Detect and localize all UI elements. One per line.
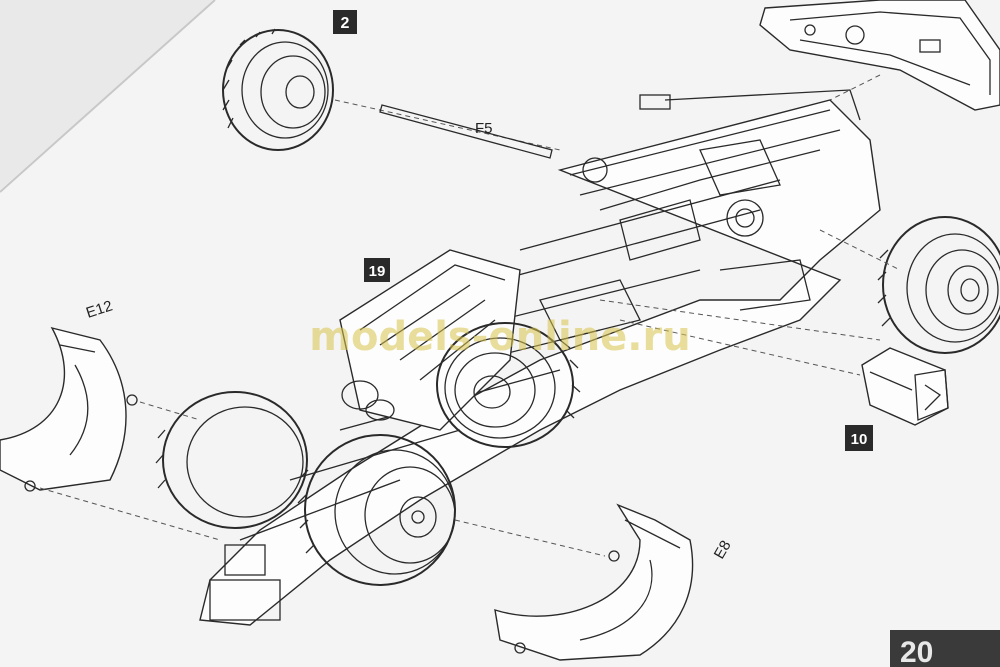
right-wheel-part bbox=[877, 216, 1000, 354]
fender-part-e12 bbox=[0, 326, 138, 492]
page-number: 20 bbox=[900, 636, 933, 667]
page-number-tab bbox=[890, 630, 1000, 667]
guide-line bbox=[139, 401, 201, 421]
guide-line bbox=[39, 487, 221, 541]
axle-rod-f5 bbox=[379, 104, 553, 159]
step-badge-10 bbox=[845, 425, 873, 451]
guide-line bbox=[454, 519, 606, 557]
step-number-10: 10 bbox=[851, 431, 868, 448]
rear-dual-wheels bbox=[155, 391, 456, 586]
page-edge bbox=[0, 0, 216, 193]
top-wheel-part bbox=[222, 28, 334, 151]
guide-line bbox=[819, 229, 901, 271]
engine-block bbox=[339, 249, 521, 431]
front-bumper-part bbox=[759, 0, 1000, 111]
step-number-19: 19 bbox=[369, 263, 386, 280]
reflector-box-part bbox=[861, 347, 949, 426]
fender-part-e8 bbox=[494, 503, 694, 661]
watermark-text: models-online.ru bbox=[309, 314, 690, 360]
guide-line bbox=[599, 299, 881, 341]
part-label-e12: E12 bbox=[84, 297, 115, 321]
step-badge-2 bbox=[333, 10, 357, 34]
part-label-e8: E8 bbox=[711, 538, 735, 562]
part-label-f5: F5 bbox=[475, 120, 493, 137]
middle-wheel-part bbox=[436, 322, 581, 448]
step-badge-19 bbox=[364, 258, 390, 282]
guide-line bbox=[334, 99, 561, 151]
step-number-2: 2 bbox=[341, 15, 350, 32]
